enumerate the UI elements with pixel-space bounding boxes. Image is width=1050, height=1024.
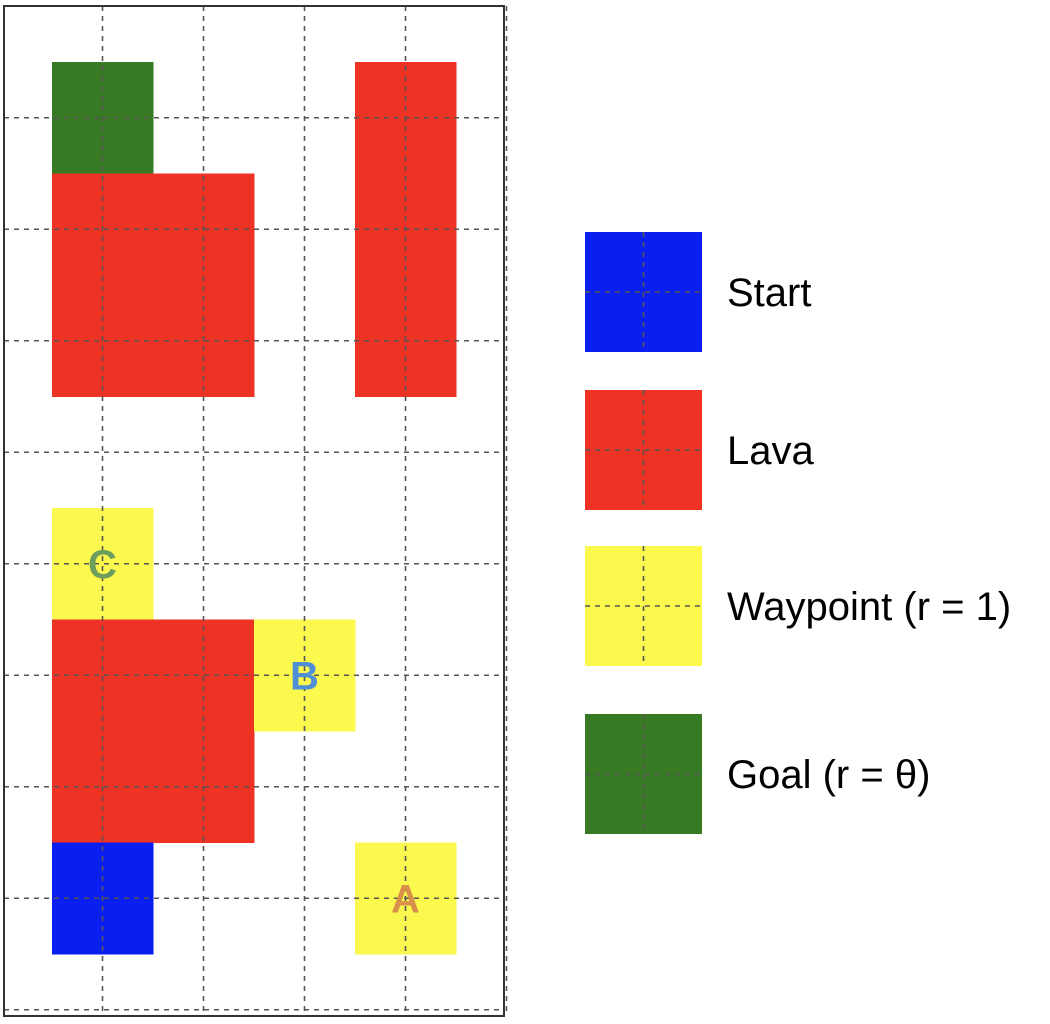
legend-label-waypoint: Waypoint (r = 1) (727, 585, 1011, 629)
waypoint-label-c: C (88, 543, 117, 587)
legend-item-goal: Goal (r = θ) (585, 714, 930, 834)
legend-label-goal: Goal (r = θ) (727, 753, 930, 797)
lava-block-bottom-left (52, 619, 255, 843)
grid-frame (3, 5, 505, 1017)
waypoint-label-a: A (391, 877, 420, 921)
cells-layer (52, 62, 457, 955)
lava-block-top-left (52, 173, 255, 397)
gridlines-layer (4, 6, 508, 1016)
labels-layer: C B A (88, 543, 420, 922)
legend-item-waypoint: Waypoint (r = 1) (585, 546, 1011, 666)
legend-label-lava: Lava (727, 429, 814, 473)
waypoint-label-b: B (290, 654, 319, 698)
legend-label-start: Start (727, 271, 811, 315)
legend-item-lava: Lava (585, 390, 814, 510)
legend-item-start: Start (585, 232, 811, 352)
